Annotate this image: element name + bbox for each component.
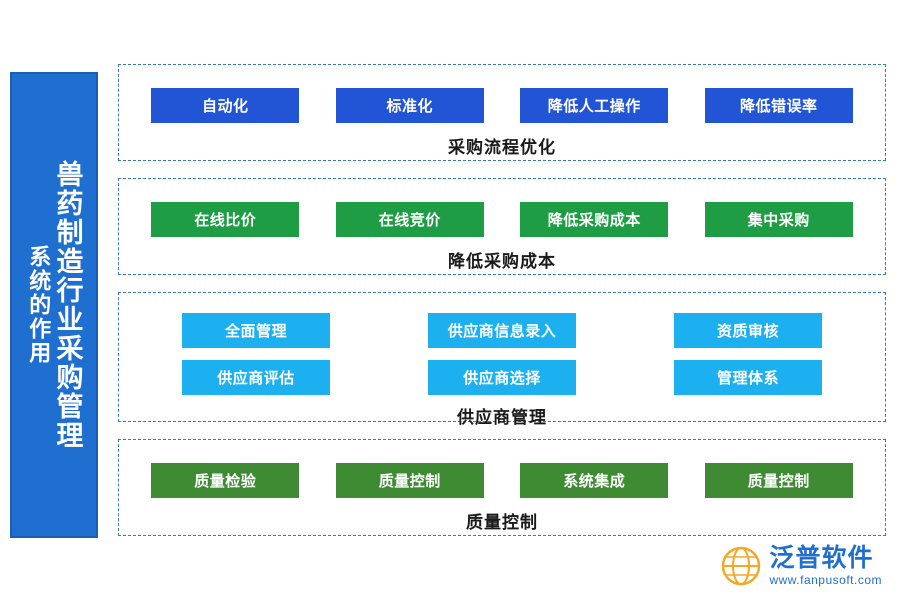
globe-icon: [722, 546, 761, 586]
logo-url: www.fanpusoft.com: [769, 573, 882, 587]
left-title-line-1: 兽药制造行业采购管理: [52, 160, 83, 450]
chip-row: 自动化 标准化 降低人工操作 降低错误率: [119, 65, 885, 123]
section-label: 降低采购成本: [448, 252, 556, 271]
brand-logo: 泛普软件 www.fanpusoft.com: [721, 546, 882, 586]
chip-row: 质量检验 质量控制 系统集成 质量控制: [119, 440, 885, 498]
chip-item[interactable]: 管理体系: [674, 360, 822, 395]
section-label: 供应商管理: [457, 408, 547, 427]
chip-item[interactable]: 在线比价: [151, 202, 300, 237]
section-label: 质量控制: [466, 513, 538, 532]
chip-item[interactable]: 降低人工操作: [520, 88, 669, 123]
chip-item[interactable]: 供应商信息录入: [428, 313, 576, 348]
chip-row: 供应商评估 供应商选择 管理体系: [119, 348, 885, 395]
section-supplier-management: 全面管理 供应商信息录入 资质审核 供应商评估 供应商选择 管理体系 供应商管理: [118, 292, 886, 427]
section-quality-control: 质量检验 质量控制 系统集成 质量控制 质量控制: [118, 439, 886, 536]
chip-item[interactable]: 降低错误率: [704, 88, 853, 123]
logo-name: 泛普软件: [769, 544, 874, 572]
chip-item[interactable]: 质量检验: [151, 463, 300, 498]
chip-item[interactable]: 在线竞价: [335, 202, 484, 237]
section-reduce-procurement-cost: 在线比价 在线竞价 降低采购成本 集中采购 降低采购成本: [118, 178, 886, 275]
chip-item[interactable]: 标准化: [335, 88, 484, 123]
chip-item[interactable]: 系统集成: [520, 463, 669, 498]
chip-item[interactable]: 全面管理: [182, 313, 330, 348]
chip-item[interactable]: 资质审核: [674, 313, 822, 348]
logo-text: 泛普软件 www.fanpusoft.com: [769, 544, 882, 587]
left-title-bar: 兽药制造行业采购管理 系统的作用: [10, 72, 98, 538]
chip-item[interactable]: 供应商评估: [182, 360, 330, 395]
chip-item[interactable]: 供应商选择: [428, 360, 576, 395]
section-label: 采购流程优化: [448, 138, 556, 157]
chip-item[interactable]: 降低采购成本: [520, 202, 669, 237]
chip-item[interactable]: 集中采购: [704, 202, 853, 237]
chip-item[interactable]: 质量控制: [335, 463, 484, 498]
chip-item[interactable]: 质量控制: [704, 463, 853, 498]
chip-row: 在线比价 在线竞价 降低采购成本 集中采购: [119, 179, 885, 237]
section-procurement-process-optimization: 自动化 标准化 降低人工操作 降低错误率 采购流程优化: [118, 64, 886, 161]
left-title-line-2: 系统的作用: [26, 245, 52, 365]
chip-row: 全面管理 供应商信息录入 资质审核: [119, 293, 885, 348]
chip-item[interactable]: 自动化: [151, 88, 300, 123]
